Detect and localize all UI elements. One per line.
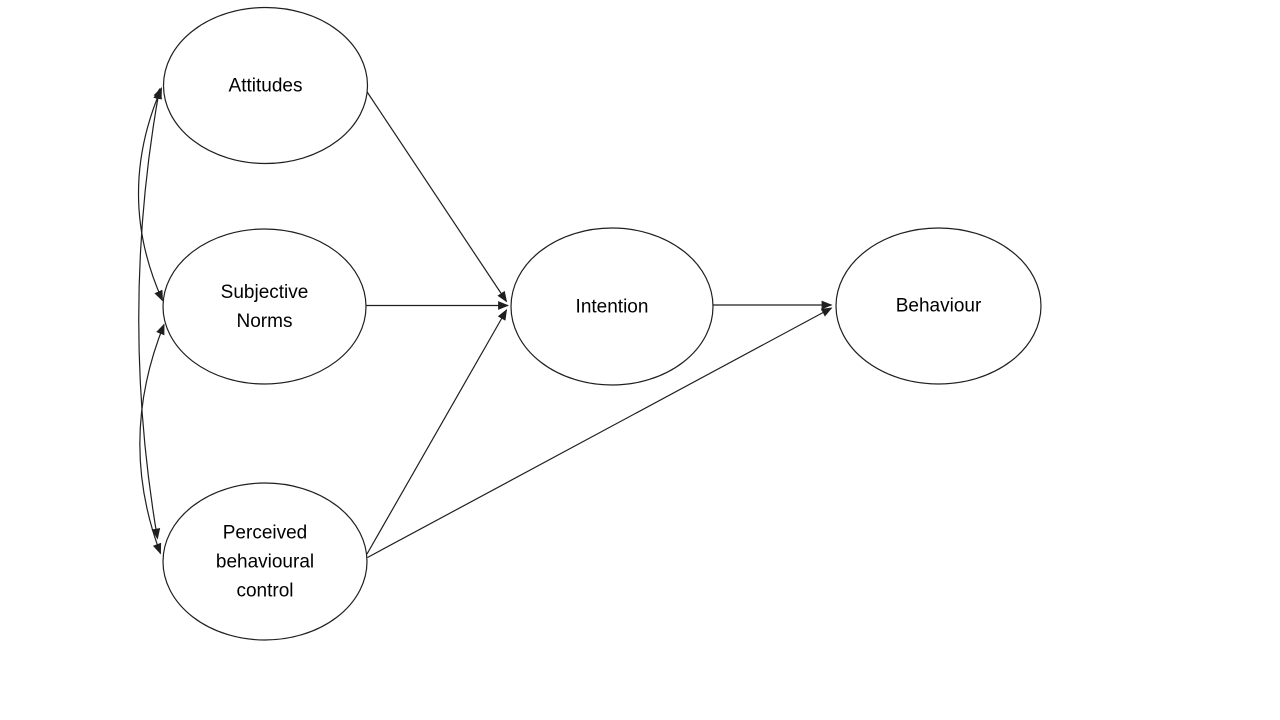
edge-attitudes-intention xyxy=(366,90,508,303)
behaviour-node xyxy=(835,227,1042,385)
edge-perceived-behavioural-control-intention xyxy=(366,309,508,555)
attitudes-node xyxy=(162,6,369,165)
edge-attitudes-perceived-behavioural-control-arc xyxy=(138,87,163,540)
edge-attitudes-subjective-norms-arc xyxy=(137,86,164,302)
edge-subjective-norms-perceived-behavioural-control-arc xyxy=(139,323,165,555)
intention-node xyxy=(510,227,714,386)
subjective-norms-node xyxy=(162,228,367,385)
perceived-behavioural-control-node xyxy=(162,482,368,641)
edge-perceived-behavioural-control-behaviour xyxy=(367,307,833,559)
